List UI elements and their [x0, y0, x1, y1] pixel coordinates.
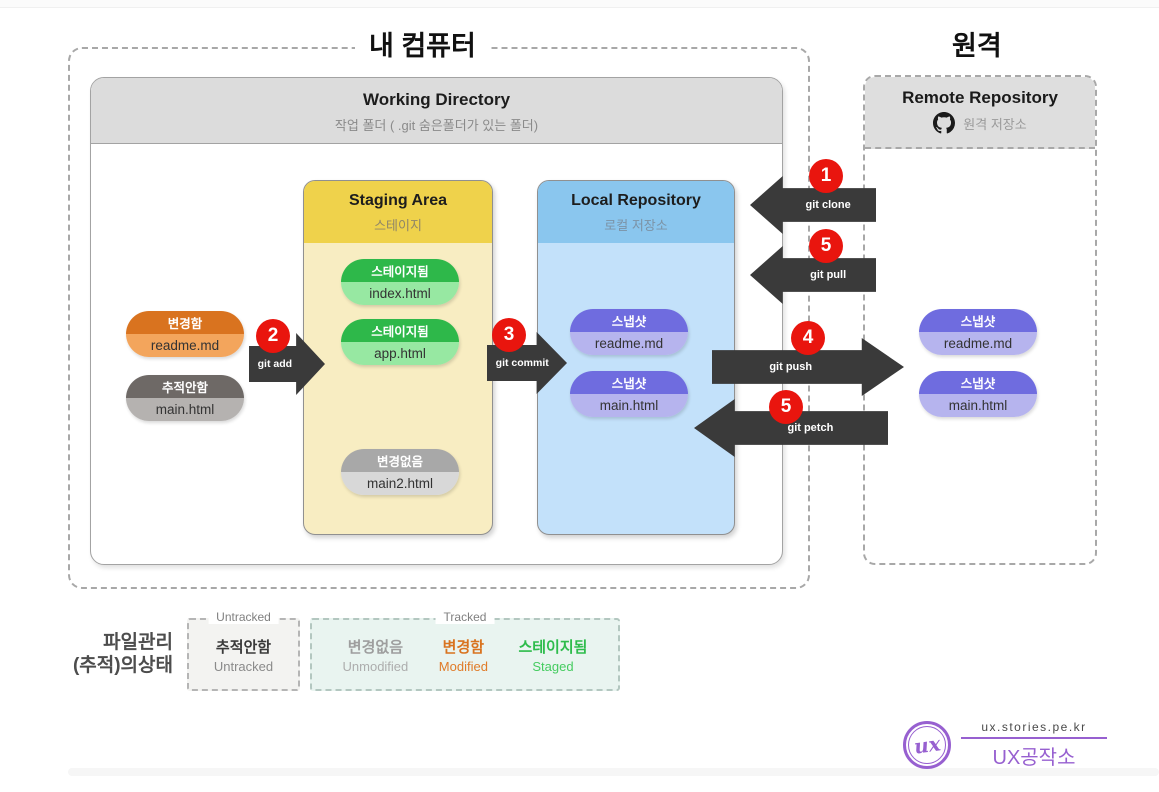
- legend-title: 파일관리 (추적)의상태: [55, 631, 173, 677]
- legend-item-en: Modified: [438, 658, 488, 674]
- pill-file-label: readme.md: [126, 334, 244, 357]
- working-directory-title: Working Directory: [362, 90, 511, 109]
- pill-state-label: 추적안함: [126, 375, 244, 398]
- git-commit-label: git commit: [495, 357, 549, 369]
- pill-state-label: 스테이지됨: [341, 259, 459, 282]
- step-badge-3: 3: [492, 318, 526, 352]
- legend-untracked-group-label: Untracked: [208, 610, 279, 624]
- pill-file-label: app.html: [341, 342, 459, 365]
- local-repository-box: Local Repository 로컬 저장소: [537, 180, 735, 535]
- legend-title-line1: 파일관리: [103, 632, 173, 653]
- pill-state-label: 스냅샷: [919, 371, 1037, 394]
- legend-item-unmodified: 변경없음 Unmodified: [343, 636, 409, 674]
- footer-divider-line: [961, 737, 1107, 739]
- pill-file-label: main.html: [570, 394, 688, 417]
- step-badge-1: 1: [809, 159, 843, 193]
- working-directory-header: Working Directory 작업 폴더 ( .git 숨은폴더가 있는 …: [91, 78, 782, 144]
- git-pull-label: git pull: [810, 269, 847, 281]
- legend-item-en: Staged: [532, 658, 574, 674]
- top-divider: [0, 0, 1159, 8]
- file-pill-snapshot-main-remote: 스냅샷 main.html: [919, 371, 1037, 417]
- git-clone-label: git clone: [805, 199, 851, 211]
- legend-tracked-group: Tracked 변경없음 Unmodified 변경함 Modified 스테이…: [310, 610, 620, 691]
- legend-item-staged: 스테이지됨 Staged: [518, 636, 587, 674]
- file-pill-modified-readme: 변경함 readme.md: [126, 311, 244, 357]
- file-pill-unmodified-main2: 변경없음 main2.html: [341, 449, 459, 495]
- git-push-label: git push: [769, 361, 813, 373]
- remote-title: 원격: [938, 24, 1016, 63]
- pill-state-label: 스테이지됨: [341, 319, 459, 342]
- step-badge-5-fetch: 5: [769, 390, 803, 424]
- ux-logo-glyph: ux: [912, 731, 942, 759]
- pill-state-label: 변경함: [126, 311, 244, 334]
- legend-item-ko: 스테이지됨: [518, 638, 588, 656]
- pill-file-label: index.html: [341, 282, 459, 305]
- legend-tracked-group-label: Tracked: [435, 610, 495, 624]
- legend-item-en: Untracked: [213, 658, 274, 674]
- staging-area-header: Staging Area 스테이지: [304, 181, 492, 243]
- remote-repository-subtitle: 원격 저장소: [963, 116, 1027, 132]
- file-pill-staged-app: 스테이지됨 app.html: [341, 319, 459, 365]
- file-pill-snapshot-readme-local: 스냅샷 readme.md: [570, 309, 688, 355]
- git-add-label: git add: [257, 358, 293, 370]
- step-badge-2: 2: [256, 319, 290, 353]
- pill-file-label: readme.md: [570, 332, 688, 355]
- staging-area-title: Staging Area: [348, 192, 448, 209]
- pill-state-label: 스냅샷: [919, 309, 1037, 332]
- legend-item-untracked: 추적안함 Untracked: [214, 636, 273, 674]
- local-repository-header: Local Repository 로컬 저장소: [538, 181, 734, 243]
- ux-logo-icon: ux: [903, 721, 951, 769]
- legend-item-ko: 변경없음: [347, 638, 403, 656]
- remote-repository-title: Remote Repository: [902, 88, 1058, 107]
- file-pill-snapshot-main-local: 스냅샷 main.html: [570, 371, 688, 417]
- local-repository-subtitle: 로컬 저장소: [604, 218, 668, 233]
- github-icon: [933, 112, 956, 134]
- file-pill-staged-index: 스테이지됨 index.html: [341, 259, 459, 305]
- working-directory-subtitle: 작업 폴더 ( .git 숨은폴더가 있는 폴더): [334, 118, 539, 133]
- legend-item-en: Unmodified: [342, 658, 409, 674]
- local-repository-title: Local Repository: [571, 192, 701, 209]
- pill-file-label: main.html: [126, 398, 244, 421]
- bottom-divider: [68, 768, 1159, 776]
- footer-brand-name: UX공작소: [992, 747, 1076, 769]
- legend-item-ko: 변경함: [442, 638, 485, 656]
- remote-repository-header: Remote Repository 원격 저장소: [865, 77, 1095, 149]
- footer-brand: ux ux.stories.pe.kr UX공작소: [903, 720, 1107, 770]
- step-badge-5-pull: 5: [809, 229, 843, 263]
- pill-state-label: 스냅샷: [570, 371, 688, 394]
- file-pill-snapshot-readme-remote: 스냅샷 readme.md: [919, 309, 1037, 355]
- pill-file-label: main.html: [919, 394, 1037, 417]
- legend-title-line2: (추적)의상태: [72, 655, 173, 676]
- step-badge-4: 4: [791, 321, 825, 355]
- pill-file-label: main2.html: [341, 472, 459, 495]
- legend-untracked-group: Untracked 추적안함 Untracked: [187, 610, 300, 691]
- legend-item-modified: 변경함 Modified: [439, 636, 488, 674]
- git-fetch-label: git petch: [787, 422, 834, 434]
- file-pill-untracked-main: 추적안함 main.html: [126, 375, 244, 421]
- my-computer-title: 내 컴퓨터: [355, 24, 490, 63]
- pill-file-label: readme.md: [919, 332, 1037, 355]
- footer-site-url: ux.stories.pe.kr: [981, 720, 1087, 734]
- pill-state-label: 변경없음: [341, 449, 459, 472]
- legend-item-ko: 추적안함: [215, 638, 272, 656]
- pill-state-label: 스냅샷: [570, 309, 688, 332]
- staging-area-subtitle: 스테이지: [374, 218, 422, 233]
